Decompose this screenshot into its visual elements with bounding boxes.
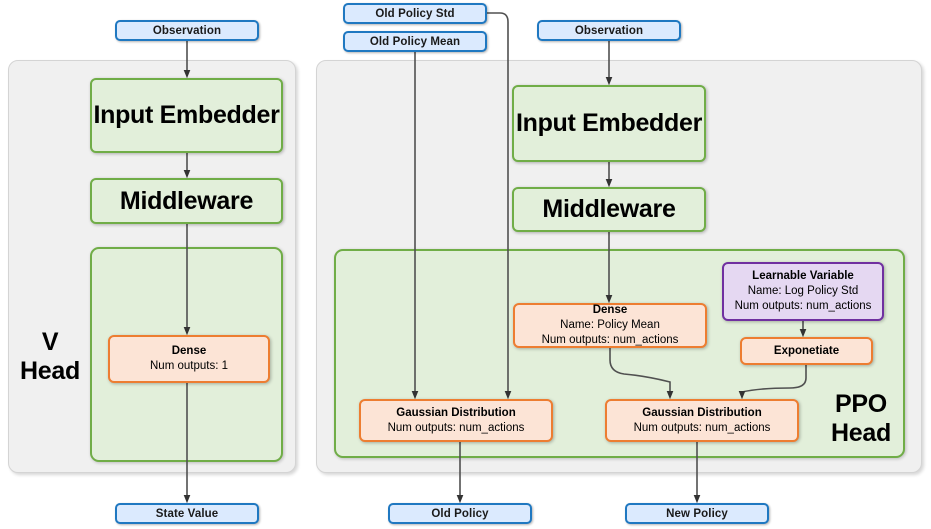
input-observation-ppo-label: Observation [574,24,644,37]
learnable-variable-num-outputs: Num outputs: num_actions [734,299,872,312]
v-head-middleware-label: Middleware [119,186,254,215]
gaussian-old-title: Gaussian Distribution [396,406,516,419]
output-old-policy-label: Old Policy [431,507,489,520]
gaussian-old-num-outputs: Num outputs: num_actions [387,421,525,434]
output-state-value[interactable]: State Value [115,503,259,524]
v-head-group-label-line1: V [41,328,59,356]
v-head-dense[interactable]: Dense Num outputs: 1 [108,335,270,383]
ppo-head-input-embedder[interactable]: Input Embedder [512,85,706,162]
ppo-head-group-label-line2: Head [831,418,891,447]
ppo-head-learnable-variable[interactable]: Learnable Variable Name: Log Policy Std … [722,262,884,321]
input-old-policy-std[interactable]: Old Policy Std [343,3,487,24]
ppo-head-input-embedder-label: Input Embedder [515,109,703,137]
exponentiate-title: Exponetiate [773,344,840,357]
ppo-head-group-label-line1: PPO [835,390,887,418]
learnable-variable-title: Learnable Variable [752,270,854,283]
input-old-policy-mean[interactable]: Old Policy Mean [343,31,487,52]
ppo-head-exponentiate[interactable]: Exponetiate [740,337,873,365]
ppo-head-middleware[interactable]: Middleware [512,187,706,232]
output-state-value-label: State Value [155,507,219,520]
output-old-policy[interactable]: Old Policy [388,503,532,524]
input-old-policy-std-label: Old Policy Std [375,7,455,20]
v-head-group-label-line2: Head [20,356,80,385]
input-observation-v-label: Observation [152,24,222,37]
learnable-variable-name: Name: Log Policy Std [747,285,859,298]
gaussian-new-num-outputs: Num outputs: num_actions [633,421,771,434]
ppo-head-dense-title: Dense [592,304,628,317]
v-head-input-embedder-label: Input Embedder [93,101,280,129]
v-head-dense-num-outputs: Num outputs: 1 [150,360,228,372]
v-head-group-label: V Head [14,328,86,386]
ppo-head-gaussian-old[interactable]: Gaussian Distribution Num outputs: num_a… [359,399,553,442]
gaussian-new-title: Gaussian Distribution [642,406,762,419]
input-old-policy-mean-label: Old Policy Mean [369,35,461,48]
v-head-input-embedder[interactable]: Input Embedder [90,78,283,153]
output-new-policy-label: New Policy [666,507,728,520]
output-new-policy[interactable]: New Policy [625,503,769,524]
ppo-head-dense-policy-mean[interactable]: Dense Name: Policy Mean Num outputs: num… [513,303,707,348]
ppo-head-middleware-label: Middleware [542,195,676,223]
ppo-head-group-label: PPO Head [818,390,904,448]
ppo-head-dense-num-outputs: Num outputs: num_actions [541,333,679,346]
v-head-middleware[interactable]: Middleware [90,178,283,224]
input-observation-v[interactable]: Observation [115,20,259,41]
input-observation-ppo[interactable]: Observation [537,20,681,41]
ppo-head-gaussian-new[interactable]: Gaussian Distribution Num outputs: num_a… [605,399,799,442]
ppo-head-dense-name: Name: Policy Mean [560,319,660,332]
v-head-dense-title: Dense [171,345,207,358]
